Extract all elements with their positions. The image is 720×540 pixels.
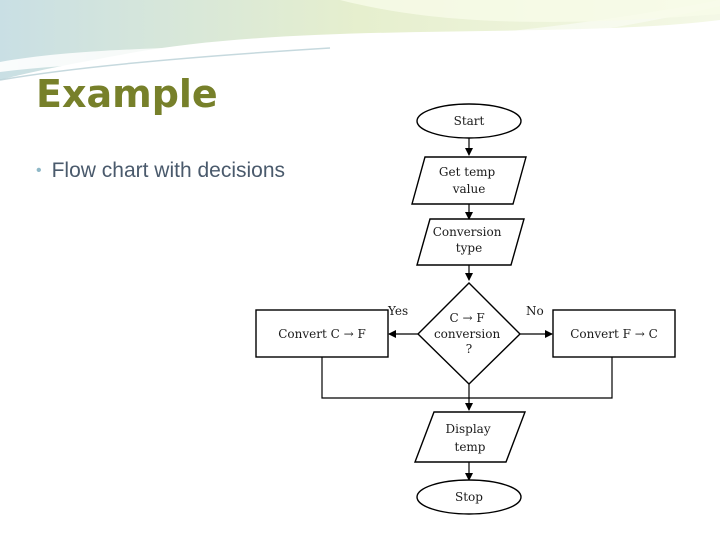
stop-label: Stop xyxy=(455,490,483,504)
stop-node: Stop xyxy=(417,480,521,514)
convert-c-to-f-node: Convert C → F xyxy=(256,310,388,357)
conversion-type-node: Conversion type xyxy=(417,219,524,265)
decision-node: C → F conversion ? xyxy=(418,283,520,384)
edge-label-yes: Yes xyxy=(387,304,408,318)
convert-f-to-c-label: Convert F → C xyxy=(570,327,658,341)
start-node: Start xyxy=(417,104,521,138)
display-temp-node: Display temp xyxy=(415,412,525,462)
start-label: Start xyxy=(454,114,485,128)
edge-label-no: No xyxy=(526,304,544,318)
get-temp-node: Get temp value xyxy=(412,157,526,204)
convert-f-to-c-node: Convert F → C xyxy=(553,310,675,357)
convert-c-to-f-label: Convert C → F xyxy=(278,327,366,341)
